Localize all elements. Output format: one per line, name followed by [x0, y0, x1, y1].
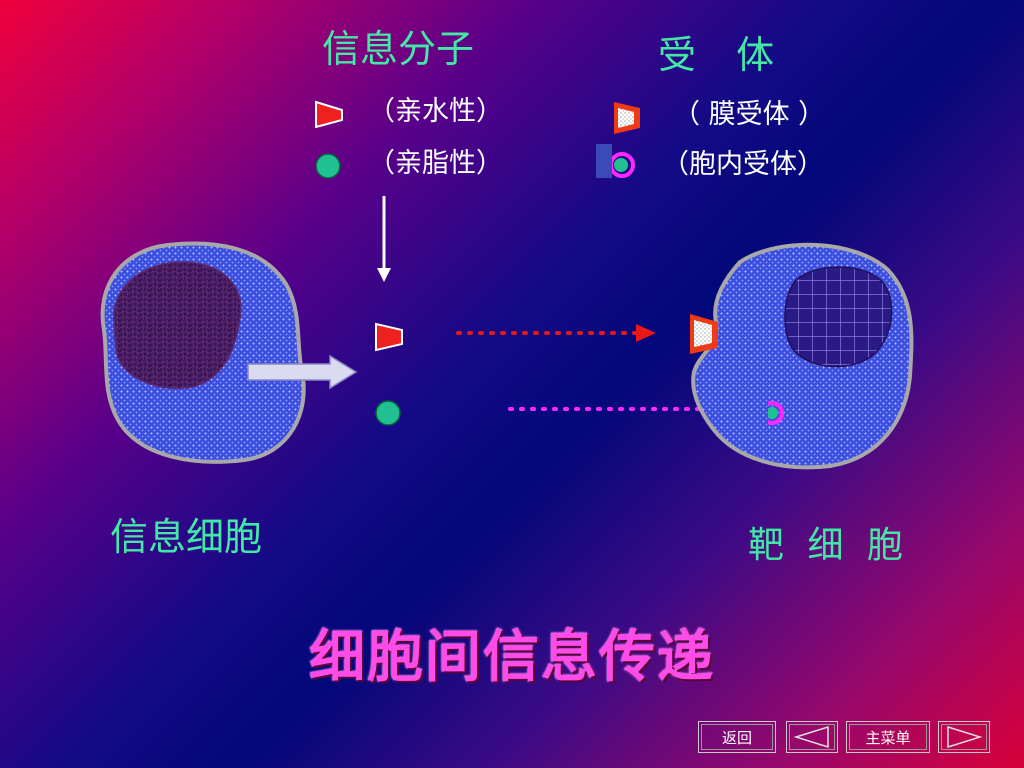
back-button-label: 返回 [721, 728, 752, 747]
hydrophilic-molecule-legend [315, 100, 343, 129]
next-button-frame [941, 724, 987, 750]
hydrophilic-path-arrow [456, 324, 656, 342]
main-menu-button[interactable]: 主菜单 [846, 721, 930, 753]
signal-cell-label: 信息细胞 [110, 515, 263, 559]
signal-cell [100, 241, 306, 464]
triangle-right-icon [947, 725, 983, 749]
lipophilic-molecule-legend [315, 153, 341, 179]
target-cell [691, 242, 914, 470]
target-cell-label: 靶 细 胞 [748, 525, 909, 566]
lipophilic-label: （亲脂性） [368, 148, 503, 179]
membrane-receptor-label: （ 膜受体 ） [673, 99, 826, 130]
receptor-title: 受 体 [658, 33, 789, 77]
intracellular-receptor-label: （胞内受体） [662, 149, 824, 180]
previous-button-frame [789, 724, 835, 750]
main-menu-button-frame [849, 724, 927, 750]
down-arrow [377, 196, 391, 282]
hydrophilic-label: （亲水性） [368, 96, 503, 127]
slide-title: 细胞间信息传递 [309, 625, 715, 690]
intracellular-receptor [754, 398, 784, 428]
previous-button[interactable] [786, 721, 838, 753]
lipophilic-molecule [375, 400, 401, 426]
back-button[interactable]: 返回 [698, 721, 776, 753]
triangle-left-icon [793, 725, 829, 749]
back-button-frame [701, 724, 773, 750]
intracellular-receptor-legend [596, 144, 635, 178]
signal-molecule-title: 信息分子 [322, 27, 475, 71]
membrane-receptor-legend [614, 102, 640, 134]
secretion-arrow [247, 354, 358, 390]
main-menu-button-label: 主菜单 [865, 728, 911, 747]
next-button[interactable] [938, 721, 990, 753]
membrane-receptor [690, 314, 718, 354]
hydrophilic-molecule [375, 322, 403, 352]
